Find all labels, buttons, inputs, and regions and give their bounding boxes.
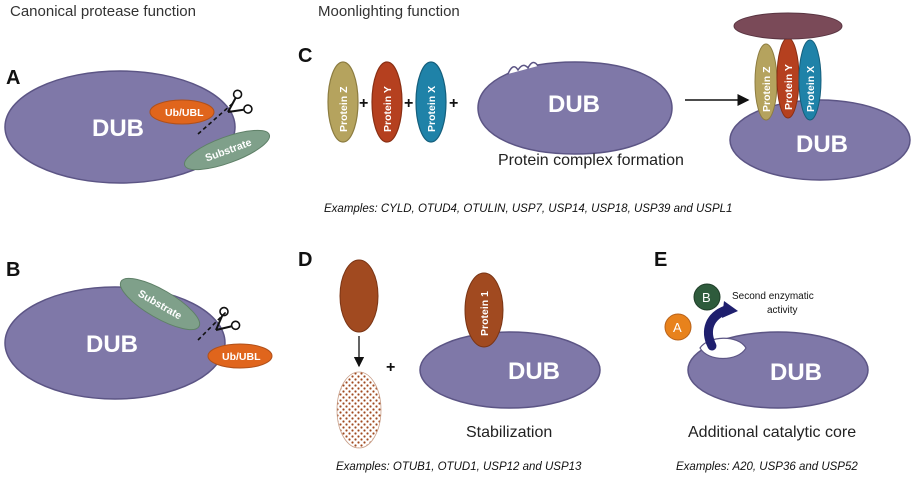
scissors-icon <box>215 306 241 331</box>
panel-c-protein-x <box>415 61 447 143</box>
panel-d-degraded-protein <box>336 371 382 449</box>
panel-e-node-a-label: A <box>673 320 682 335</box>
panel-b-ub-label: Ub/UBL <box>222 351 261 363</box>
panel-c-protein-x-label: Protein X <box>426 86 438 132</box>
panel-e-curved-arrow <box>704 305 731 351</box>
panel-a-ub-label: Ub/UBL <box>165 107 204 119</box>
panel-c-protein-z <box>327 61 359 143</box>
panel-e-arrowhead <box>722 301 738 318</box>
panel-e-node-b-label: B <box>702 290 711 305</box>
panel-a-dub-label: DUB <box>92 115 144 142</box>
panel-c-caption: Protein complex formation <box>498 152 684 169</box>
panel-a-letter: A <box>6 67 20 89</box>
panel-e-note-line1: Second enzymatic <box>732 291 814 302</box>
header-moonlighting: Moonlighting function <box>318 3 460 20</box>
header-canonical: Canonical protease function <box>10 3 196 20</box>
panel-d-dub-label: DUB <box>508 358 560 385</box>
panel-c-dub-pockets <box>507 61 539 75</box>
panel-b-letter: B <box>6 259 20 281</box>
panel-e-node-b <box>693 283 721 311</box>
panel-d-intact-protein <box>339 259 379 333</box>
panel-c-complex-y-label: Protein Y <box>783 64 795 110</box>
panel-c-complex-z-label: Protein Z <box>761 66 773 112</box>
panel-c-plus-1: + <box>359 95 368 112</box>
panel-c-complex-x-label: Protein X <box>805 66 817 112</box>
panel-c-protein-y <box>371 61 403 143</box>
panel-c-complex-protein-x <box>798 39 822 121</box>
panel-d-protein-1 <box>464 272 504 348</box>
panel-e-letter: E <box>654 249 667 271</box>
panel-c-plus-3: + <box>449 95 458 112</box>
panel-c-examples: Examples: CYLD, OTUD4, OTULIN, USP7, USP… <box>324 203 732 215</box>
panel-c-protein-y-label: Protein Y <box>382 86 394 132</box>
panel-c-complex-dub-label: DUB <box>796 131 848 158</box>
scissors-icon <box>227 89 253 114</box>
panel-b-ub-shape <box>207 343 273 369</box>
panel-a-cut-line <box>197 103 233 135</box>
panel-e-examples: Examples: A20, USP36 and USP52 <box>676 461 858 473</box>
panel-c-dub-label: DUB <box>548 91 600 118</box>
panel-e-caption: Additional catalytic core <box>688 424 856 441</box>
panel-a-ub-shape <box>149 99 215 125</box>
panel-d-examples: Examples: OTUB1, OTUD1, USP12 and USP13 <box>336 461 582 473</box>
panel-d-caption: Stabilization <box>466 424 552 441</box>
panel-e-node-a <box>664 313 692 341</box>
panel-c-plus-2: + <box>404 95 413 112</box>
panel-d-protein-1-label: Protein 1 <box>479 291 491 336</box>
panel-c-complex-cap <box>733 12 843 40</box>
panel-e-note-line2: activity <box>767 305 798 316</box>
panel-d-plus: + <box>386 359 395 376</box>
panel-a-dub-shape <box>4 70 236 184</box>
panel-d-letter: D <box>298 249 312 271</box>
panel-c-letter: C <box>298 45 312 67</box>
panel-d-dub-shape <box>419 331 601 409</box>
panel-b-dub-label: DUB <box>86 331 138 358</box>
panel-e-dub-label: DUB <box>770 359 822 386</box>
panel-c-protein-z-label: Protein Z <box>338 86 350 132</box>
